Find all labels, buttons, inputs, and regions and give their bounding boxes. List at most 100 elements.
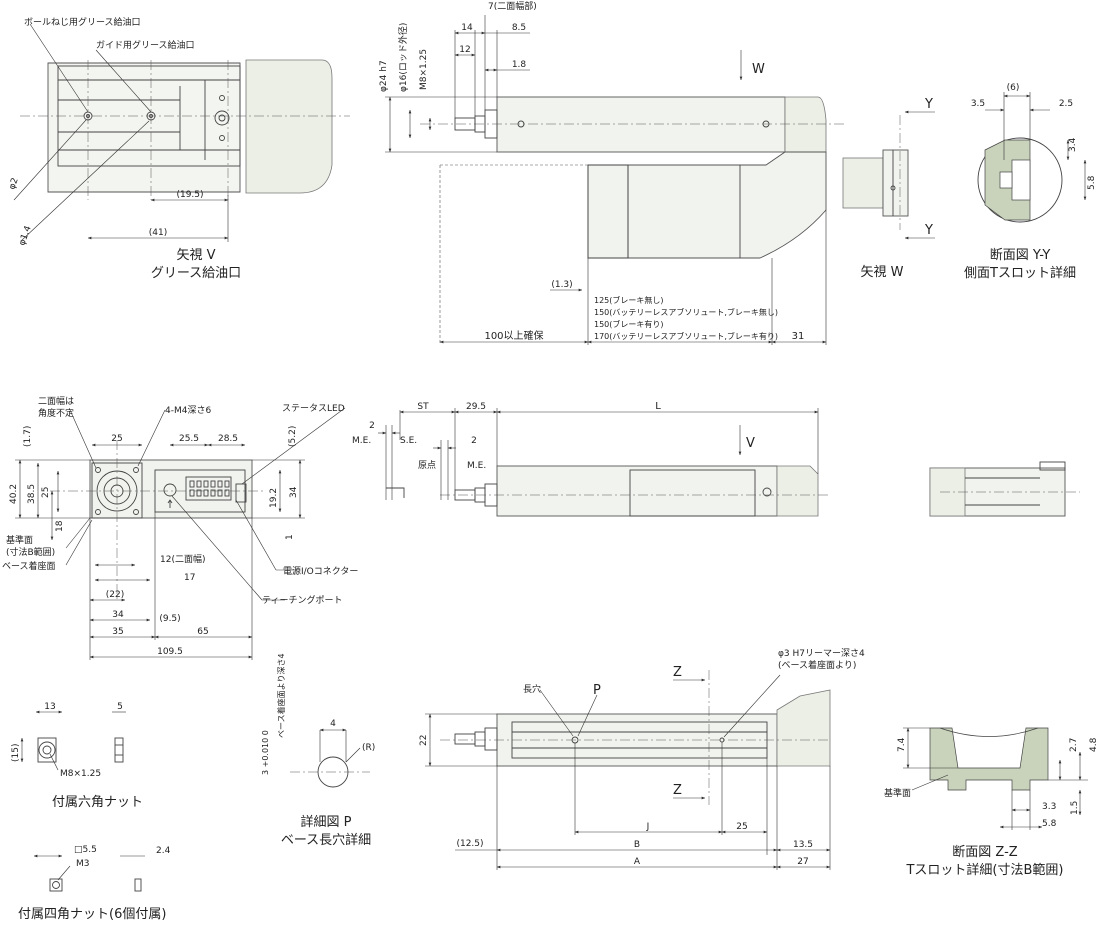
view-v-label-guide-grease: ガイド用グリース給油口 (96, 39, 195, 51)
nut6-dim-5: 5 (117, 702, 123, 712)
zz-dim-5-8: 5.8 (1042, 819, 1057, 829)
zz-subtitle: Tスロット詳細(寸法B範囲) (905, 862, 1063, 878)
nut4-title: 付属四角ナット(6個付属) (18, 907, 166, 922)
top-view-actuator (385, 15, 845, 345)
front-dim-25-5: 25.5 (179, 434, 199, 444)
front-note-nifuku: 二面幅は (38, 395, 74, 407)
side-label-genten: 原点 (418, 460, 436, 471)
view-v-title: 矢視 V (176, 248, 215, 263)
front-dim-19-2: 19.2 (269, 488, 279, 508)
top-dim-170: 170(バッテリーレスアブソリュート,ブレーキ有り) (594, 331, 778, 341)
side-label-se: S.E. (400, 436, 417, 446)
p-dim-4: 4 (330, 719, 336, 729)
front-dim-40-2: 40.2 (9, 484, 19, 504)
side-dim-2a: 2 (369, 421, 375, 431)
bot-label-z1: Z (673, 665, 682, 680)
zz-dim-4-8: 4.8 (1089, 737, 1099, 752)
square-nut-drawing (33, 854, 145, 892)
front-note-status-led: ステータスLED (282, 403, 345, 414)
view-w-title: 矢視 W (861, 265, 904, 280)
p-dim-depth: ベース着座面より深さ4 (276, 653, 286, 738)
section-yy (977, 92, 1087, 223)
end-view-right (929, 461, 1080, 517)
front-view (15, 407, 346, 660)
top-dim-150b: 150(ブレーキ有り) (594, 319, 664, 329)
bot-label-p: P (593, 683, 601, 698)
bot-dim-22: 22 (419, 735, 429, 746)
front-dim-28-5: 28.5 (218, 434, 238, 444)
nut4-dim-m3: M3 (76, 859, 90, 869)
hex-nut-drawing (20, 710, 126, 771)
front-dim-34b: 34 (112, 610, 124, 620)
bot-dim-a: A (634, 857, 641, 867)
yy-dim-3-5: 3.5 (971, 99, 985, 109)
top-label-w: W (752, 62, 765, 77)
view-v-label-ballscrew-grease: ボールねじ用グリース給油口 (24, 16, 141, 28)
view-v-dim-19-5: (19.5) (176, 190, 203, 200)
front-dim-5-2: (5.2) (288, 426, 298, 447)
front-dim-1: 1 (285, 534, 295, 540)
bot-note-reamer: φ3 H7リーマー深さ4 (778, 648, 865, 659)
front-dim-34: 34 (289, 486, 299, 498)
bot-dim-25: 25 (736, 822, 747, 832)
side-dim-29-5: 29.5 (466, 402, 486, 412)
view-v-label-phi14: φ1.4 (17, 224, 33, 247)
zz-dim-2-7: 2.7 (1069, 738, 1079, 752)
bot-dim-j: J (646, 822, 650, 832)
front-dim-22: (22) (106, 590, 124, 600)
yy-dim-6: (6) (1007, 83, 1020, 93)
view-v-label-phi2: φ2 (7, 177, 20, 191)
bot-dim-b: B (634, 840, 640, 850)
view-v-subtitle: グリース給油口 (151, 266, 241, 281)
bot-dim-27: 27 (797, 857, 808, 867)
bot-label-long-hole: 長穴 (523, 683, 541, 695)
nut4-dim-2-4: 2.4 (156, 846, 171, 856)
front-dim-18: 18 (55, 520, 65, 532)
bot-dim-12-5: (12.5) (456, 839, 483, 849)
front-note-kakudo: 角度不定 (38, 407, 74, 419)
front-note-m4: 4-M4深さ6 (165, 405, 211, 416)
front-dim-9-5: (9.5) (159, 614, 180, 624)
top-dim-7: 7(二面幅部) (488, 0, 537, 12)
top-dim-150a: 150(バッテリーレスアブソリュート,ブレーキ無し) (594, 307, 778, 317)
front-note-base: ベース着座面 (2, 560, 56, 572)
top-dim-m8: M8×1.25 (419, 49, 429, 90)
p-dim-r: (R) (362, 743, 375, 753)
bot-note-reamer2: (ベース着座面より) (778, 659, 856, 671)
top-dim-8-5: 8.5 (512, 23, 526, 33)
view-w-y2: Y (924, 223, 933, 238)
top-dim-31: 31 (792, 331, 805, 342)
yy-dim-2-5: 2.5 (1059, 99, 1073, 109)
bot-dim-13-5: 13.5 (793, 840, 813, 850)
front-dim-25b: 25 (41, 487, 51, 498)
front-dim-35: 35 (112, 627, 123, 637)
yy-dim-5-8: 5.8 (1087, 175, 1097, 190)
top-dim-phi24: φ24 h7 (379, 60, 389, 92)
yy-subtitle: 側面Tスロット詳細 (964, 265, 1076, 281)
view-v-grease-ports (13, 23, 350, 242)
side-dim-2b: 2 (471, 436, 477, 446)
section-zz (903, 727, 1088, 830)
bot-label-z2: Z (673, 783, 682, 798)
side-label-v: V (746, 436, 755, 451)
zz-dim-1-5: 1.5 (1070, 801, 1080, 815)
front-dim-17: 17 (184, 573, 195, 583)
side-dim-l: L (655, 401, 661, 412)
p-dim-tol: 3 +0.010 0 (261, 730, 270, 775)
top-dim-1-3: (1.3) (551, 280, 572, 290)
top-dim-12: 12 (459, 45, 470, 55)
side-view (378, 408, 830, 517)
yy-title: 断面図 Y-Y (990, 248, 1051, 263)
zz-dim-7-4: 7.4 (897, 737, 907, 752)
front-dim-12: 12(二面幅) (160, 553, 205, 565)
zz-dim-3-3: 3.3 (1042, 802, 1056, 812)
side-dim-st: ST (417, 402, 429, 412)
nut6-dim-13: 13 (44, 702, 55, 712)
top-dim-phi16: φ16(ロッド外径) (397, 23, 409, 92)
front-note-kijunmen: 基準面 (6, 534, 33, 546)
nut4-dim-sq: □5.5 (74, 845, 97, 855)
front-dim-65: 65 (197, 627, 208, 637)
zz-label-kijun: 基準面 (884, 787, 911, 799)
top-dim-1-8: 1.8 (512, 60, 527, 70)
